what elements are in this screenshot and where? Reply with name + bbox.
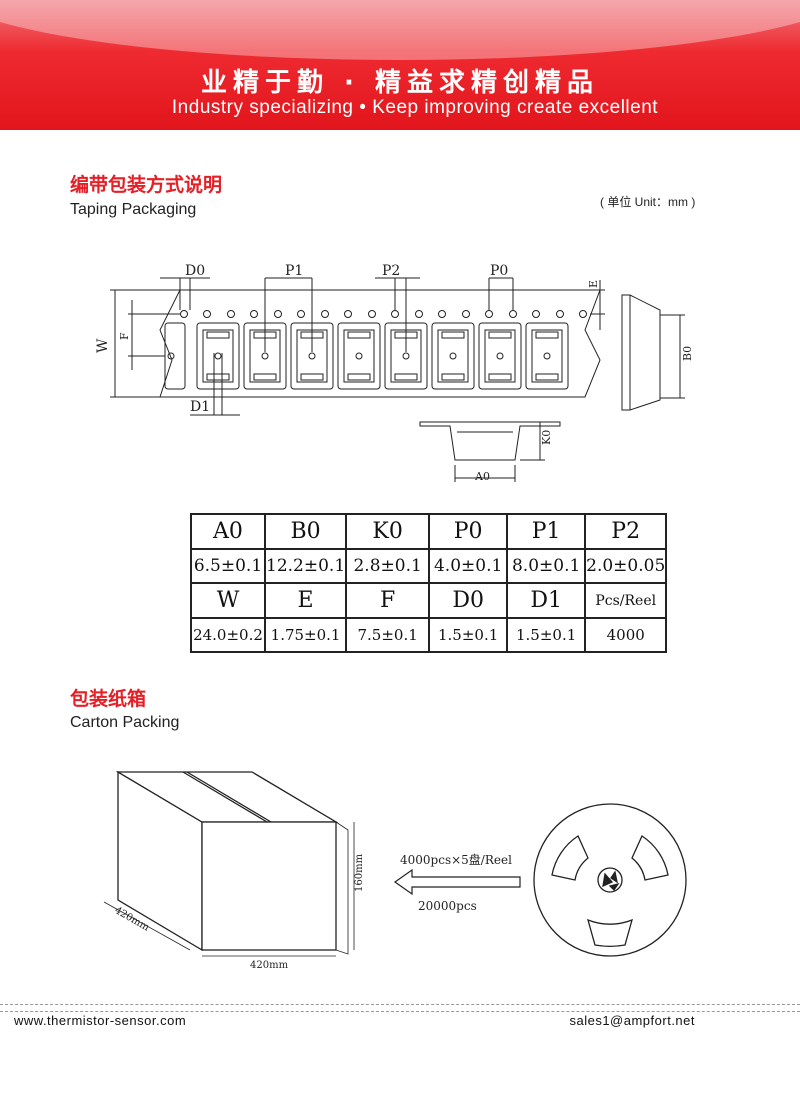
label-k0: K0 [540,430,553,445]
header-title-cn: 业精于勤 · 精益求精创精品 [201,68,599,98]
value-cell: 24.0±0.2 [190,617,266,653]
table-row: 6.5±0.1 12.2±0.1 2.8±0.1 4.0±0.1 8.0±0.1… [190,548,668,584]
value-cell: 8.0±0.1 [506,548,587,584]
header-cell: A0 [190,513,266,550]
header-cell: W [190,582,266,619]
total-label: 20000pcs [418,899,477,913]
footer-website[interactable]: www.thermistor-sensor.com [14,1013,187,1028]
label-p0: P0 [490,263,508,279]
taping-diagram: D0 P1 P2 P0 E W F D1 B0 K0 A0 [95,263,694,483]
header-cell: D0 [428,582,509,619]
header-cell: B0 [263,513,348,550]
unit-note: ( 单位 Unit：mm ) [600,195,696,209]
carton-width-label: 420mm [250,960,289,971]
value-cell: 4000 [584,617,668,653]
header-banner: 业精于勤 · 精益求精创精品 Industry specializing • K… [0,0,800,130]
label-f: F [118,332,131,340]
header-cell: Pcs/Reel [584,582,668,619]
label-p1: P1 [285,263,303,279]
header-cell: P1 [506,513,587,550]
value-cell: 1.5±0.1 [428,617,509,653]
label-a0: A0 [474,470,490,483]
header-title-en: Industry specializing • Keep improving c… [171,97,659,118]
value-cell: 2.0±0.05 [584,548,668,584]
label-d0: D0 [185,263,205,279]
header-cell: K0 [345,513,431,550]
value-cell: 1.5±0.1 [506,617,587,653]
footer-email[interactable]: sales1@ampfort.net [569,1013,695,1028]
header-cell: D1 [506,582,587,619]
dimension-table: A0 B0 K0 P0 P1 P2 6.5±0.1 12.2±0.1 2.8±0… [190,513,668,653]
table-row: A0 B0 K0 P0 P1 P2 [190,513,668,550]
value-cell: 6.5±0.1 [190,548,266,584]
label-b0: B0 [681,346,694,361]
header-cell: P2 [584,513,668,550]
carton-title-cn: 包装纸箱 [70,688,147,710]
value-cell: 12.2±0.1 [263,548,348,584]
header-cell: E [263,582,348,619]
value-cell: 4.0±0.1 [428,548,509,584]
label-d1: D1 [190,399,210,415]
label-e: E [587,280,600,288]
label-p2: P2 [382,263,400,279]
reels-label: 4000pcs×5盘/Reel [400,852,512,867]
carton-height-label: 160mm [354,853,365,892]
taping-title-en: Taping Packaging [70,201,197,218]
carton-title-en: Carton Packing [70,714,180,731]
label-w: W [95,338,111,353]
value-cell: 2.8±0.1 [345,548,431,584]
header-cell: P0 [428,513,509,550]
carton-diagram: 420mm 420mm 160mm 4000pcs×5盘/Reel 20000p… [103,770,687,971]
table-row: 24.0±0.2 1.75±0.1 7.5±0.1 1.5±0.1 1.5±0.… [190,617,668,653]
header-cell: F [345,582,431,619]
value-cell: 1.75±0.1 [263,617,348,653]
value-cell: 7.5±0.1 [345,617,431,653]
footer-divider [0,1004,800,1012]
table-row: W E F D0 D1 Pcs/Reel [190,582,668,619]
taping-title-cn: 编带包装方式说明 [70,174,223,196]
